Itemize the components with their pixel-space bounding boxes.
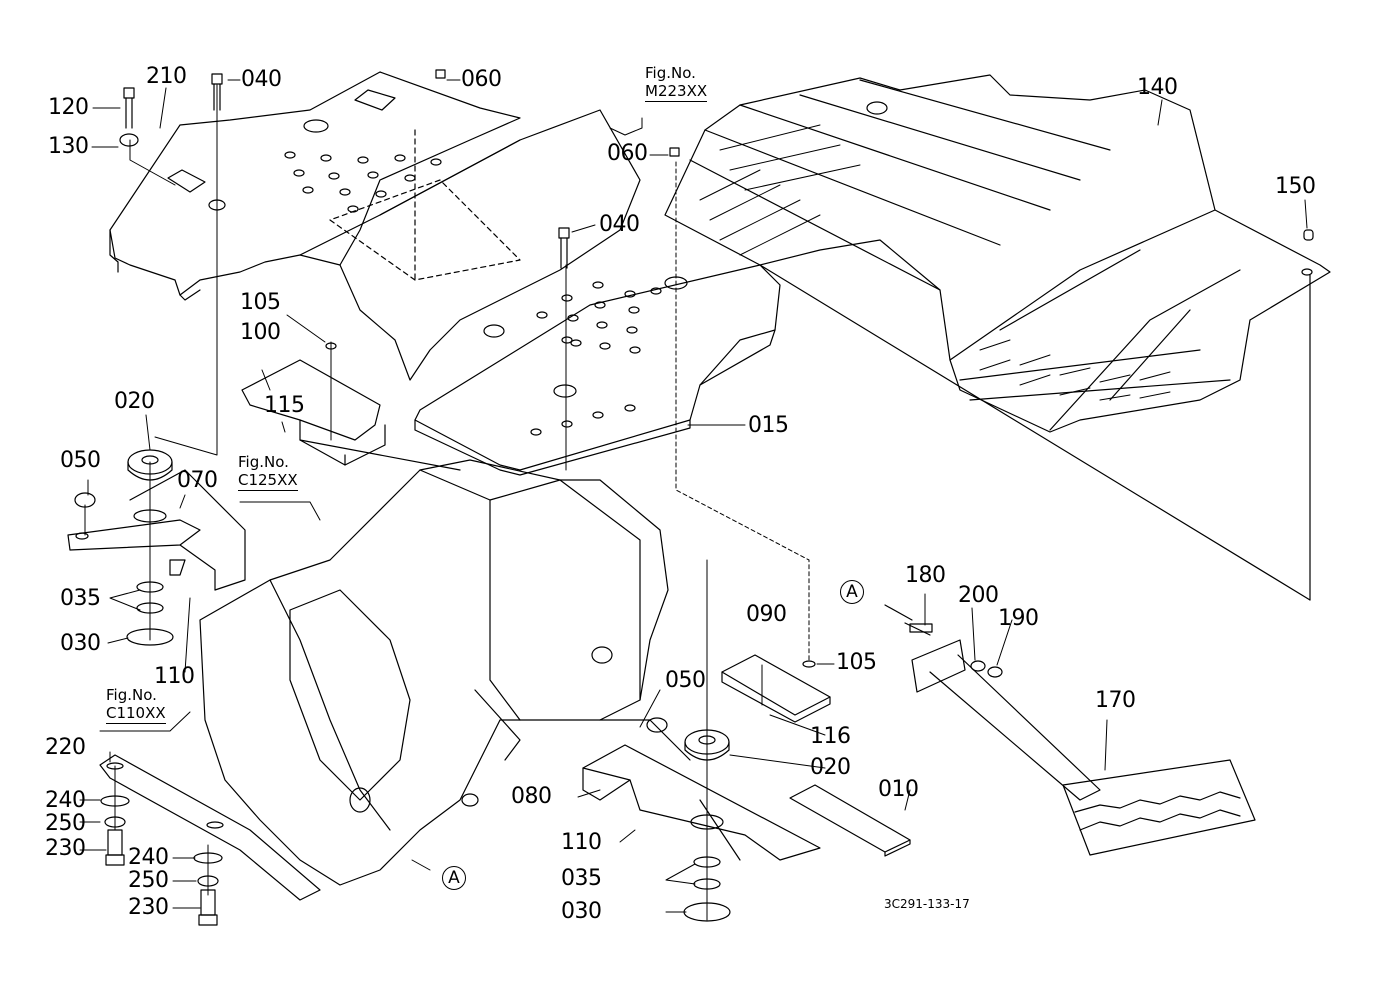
bracket-090 — [722, 655, 830, 722]
bracket-100 — [242, 360, 385, 465]
part-label-180: 180 — [905, 563, 946, 588]
transmission-housing — [200, 440, 690, 885]
part-label-090: 090 — [746, 602, 787, 627]
part-label-190: 190 — [998, 606, 1039, 631]
part-label-050: 050 — [665, 668, 706, 693]
fender-mat-140 — [665, 75, 1330, 600]
bolts — [106, 70, 1313, 925]
figure-ref-c110xx[interactable]: Fig.No. C110XX — [106, 686, 166, 724]
part-label-210: 210 — [146, 64, 187, 89]
part-label-120: 120 — [48, 95, 89, 120]
figure-ref-number: M223XX — [645, 82, 708, 102]
part-label-060: 060 — [607, 141, 648, 166]
part-label-115: 115 — [264, 393, 305, 418]
stud-180 — [905, 623, 1002, 677]
part-label-140: 140 — [1137, 75, 1178, 100]
floor-plate-015 — [415, 265, 780, 475]
part-label-116: 116 — [810, 724, 851, 749]
mat-tread-pattern — [700, 125, 1170, 400]
plate-010 — [790, 785, 910, 856]
part-label-105: 105 — [240, 290, 281, 315]
figure-ref-label: Fig.No. — [106, 686, 157, 704]
part-label-080: 080 — [511, 784, 552, 809]
part-label-230: 230 — [128, 895, 169, 920]
leader-lines — [80, 80, 1307, 920]
part-label-050: 050 — [60, 448, 101, 473]
plate-015-holes — [531, 282, 661, 435]
figure-ref-label: Fig.No. — [645, 64, 696, 82]
figure-ref-label: Fig.No. — [238, 453, 289, 471]
part-label-020: 020 — [114, 389, 155, 414]
part-label-220: 220 — [45, 735, 86, 760]
connection-marker-a: A — [442, 866, 466, 890]
part-label-040: 040 — [599, 212, 640, 237]
washers — [75, 343, 815, 921]
part-label-070: 070 — [177, 468, 218, 493]
part-label-110: 110 — [154, 664, 195, 689]
part-label-010: 010 — [878, 777, 919, 802]
figure-ref-number: C110XX — [106, 704, 166, 724]
part-label-100: 100 — [240, 320, 281, 345]
part-label-150: 150 — [1275, 174, 1316, 199]
figure-ref-c125xx[interactable]: Fig.No. C125XX — [238, 453, 298, 491]
connection-marker-a: A — [840, 580, 864, 604]
drawing-code: 3C291-133-17 — [884, 897, 970, 911]
figure-ref-m223xx[interactable]: Fig.No. M223XX — [645, 64, 708, 102]
part-label-240: 240 — [128, 845, 169, 870]
part-label-250: 250 — [128, 868, 169, 893]
figure-ref-number: C125XX — [238, 471, 298, 491]
part-label-035: 035 — [561, 866, 602, 891]
part-label-020: 020 — [810, 755, 851, 780]
part-label-110: 110 — [561, 830, 602, 855]
part-label-240: 240 — [45, 788, 86, 813]
part-label-030: 030 — [561, 899, 602, 924]
part-label-230: 230 — [45, 836, 86, 861]
part-label-130: 130 — [48, 134, 89, 159]
plate-holes — [285, 152, 441, 212]
part-label-105: 105 — [836, 650, 877, 675]
floor-plate-left — [110, 72, 640, 380]
part-label-200: 200 — [958, 583, 999, 608]
part-label-250: 250 — [45, 811, 86, 836]
part-label-015: 015 — [748, 413, 789, 438]
part-label-060: 060 — [461, 67, 502, 92]
part-label-035: 035 — [60, 586, 101, 611]
part-label-030: 030 — [60, 631, 101, 656]
mount-bracket-070 — [68, 470, 245, 590]
part-label-040: 040 — [241, 67, 282, 92]
step-170 — [912, 640, 1255, 855]
part-label-170: 170 — [1095, 688, 1136, 713]
